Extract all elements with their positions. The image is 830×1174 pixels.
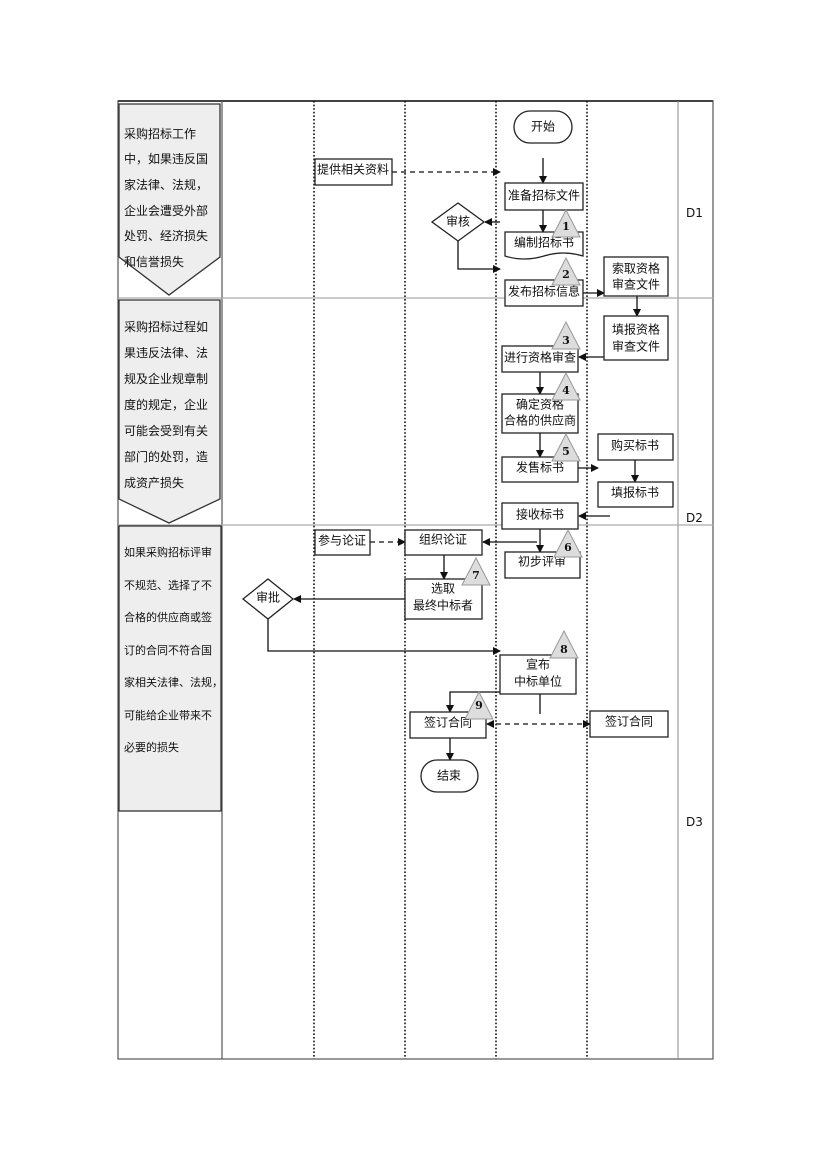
node-publish-info[interactable]: 发布招标信息 (504, 279, 584, 307)
svg-text:宣布: 宣布 (526, 657, 550, 672)
control-point-number: 2 (562, 268, 570, 281)
svg-text:审查文件: 审查文件 (612, 277, 660, 292)
risk-text: 成资产损失 (124, 475, 184, 490)
svg-text:发布招标信息: 发布招标信息 (508, 284, 580, 299)
node-buy-tender[interactable]: 购买标书 (597, 433, 674, 461)
svg-text:组织论证: 组织论证 (419, 533, 467, 547)
svg-text:开始: 开始 (531, 120, 555, 134)
node-start[interactable]: 开始 (513, 110, 573, 144)
control-point-number: 5 (562, 445, 570, 458)
node-prepare-documents[interactable]: 准备招标文件 (504, 182, 584, 211)
svg-text:购买标书: 购买标书 (611, 438, 659, 453)
risk-text: 和信誉损失 (124, 254, 184, 269)
node-announce-winner[interactable]: 宣布 中标单位 (499, 654, 577, 695)
svg-text:发售标书: 发售标书 (516, 460, 564, 475)
node-compile-tender[interactable]: 编制招标书 (504, 231, 584, 260)
svg-text:进行资格审查: 进行资格审查 (504, 350, 576, 365)
svg-text:中标单位: 中标单位 (514, 674, 562, 689)
control-point-number: 9 (475, 699, 483, 712)
connectors (267, 158, 641, 761)
svg-text:签订合同: 签订合同 (605, 714, 653, 729)
svg-text:选取: 选取 (431, 582, 455, 596)
node-sign-contract-supplier[interactable]: 签订合同 (589, 710, 669, 738)
risk-text: 规及企业规章制 (124, 371, 208, 386)
risk-description-3: 如果采购招标评审 不规范、选择了不 合格的供应商或签 订的合同不符合国 家相关法… (118, 525, 223, 812)
control-point-number: 3 (562, 334, 570, 347)
control-point-3: 3 (551, 320, 581, 350)
node-fill-bid[interactable]: 填报标书 (597, 481, 674, 508)
node-receive-bid[interactable]: 接收标书 (501, 502, 579, 530)
node-approve-decision[interactable]: 审批 (241, 578, 295, 620)
svg-text:接收标书: 接收标书 (516, 507, 564, 522)
control-point-5: 5 (551, 432, 581, 462)
control-points: 1 2 3 4 5 6 7 8 9 (461, 208, 583, 720)
risk-text: 可能会受到有关 (124, 424, 208, 438)
svg-text:签订合同: 签订合同 (424, 715, 472, 730)
control-point-number: 6 (564, 541, 572, 554)
risk-text: 不规范、选择了不 (124, 578, 212, 592)
svg-text:审查文件: 审查文件 (612, 339, 660, 354)
row-label-d1: D1 (686, 206, 703, 220)
risk-text: 采购招标工作 (124, 126, 196, 141)
risk-text: 采购招标过程如 (124, 319, 208, 334)
risk-description-1: 采购招标工作 中，如果违反国 家法律、法规， 企业会遭受外部 处罚、经济损失 和… (118, 103, 221, 296)
svg-text:合格的供应商: 合格的供应商 (504, 413, 576, 428)
svg-text:提供相关资料: 提供相关资料 (317, 162, 389, 177)
risk-text: 订的合同不符合国 (124, 643, 212, 657)
svg-text:最终中标者: 最终中标者 (413, 598, 473, 613)
row-label-d2: D2 (686, 511, 703, 525)
swimlane-grid (117, 100, 714, 1060)
control-point-number: 4 (562, 384, 570, 397)
row-label-d3: D3 (686, 815, 703, 829)
control-point-number: 8 (560, 643, 568, 656)
control-point-2: 2 (551, 256, 581, 286)
control-point-9: 9 (464, 690, 494, 720)
svg-text:准备招标文件: 准备招标文件 (508, 188, 580, 203)
risk-text: 部门的处罚，造 (124, 449, 208, 464)
node-participate[interactable]: 参与论证 (314, 529, 371, 556)
risk-text: 如果采购招标评审 (124, 545, 212, 559)
node-select-winner[interactable]: 选取 最终中标者 (404, 578, 483, 620)
control-point-number: 1 (562, 220, 570, 233)
node-provide-materials[interactable]: 提供相关资料 (314, 158, 393, 186)
risk-text: 合格的供应商或签 (124, 610, 212, 624)
node-fill-qualification[interactable]: 填报资格 审查文件 (603, 315, 669, 361)
node-end[interactable]: 结束 (420, 759, 479, 793)
svg-text:审核: 审核 (446, 214, 470, 229)
node-review-decision[interactable]: 审核 (430, 202, 486, 242)
control-point-6: 6 (553, 528, 583, 558)
control-point-7: 7 (461, 556, 491, 586)
svg-text:填报标书: 填报标书 (611, 485, 659, 500)
svg-text:填报资格: 填报资格 (612, 322, 660, 337)
control-point-8: 8 (549, 629, 579, 659)
risk-text: 可能给企业带来不 (124, 708, 212, 722)
risk-description-2: 采购招标过程如 果违反法律、法 规及企业规章制 度的规定，企业 可能会受到有关 … (118, 299, 221, 524)
svg-text:参与论证: 参与论证 (318, 533, 366, 548)
svg-text:结束: 结束 (437, 769, 461, 783)
node-qualification-review[interactable]: 进行资格审查 (501, 345, 579, 373)
node-organize[interactable]: 组织论证 (404, 529, 483, 556)
risk-text: 处罚、经济损失 (124, 228, 208, 243)
risk-text: 度的规定，企业 (124, 397, 208, 412)
control-point-number: 7 (472, 569, 480, 582)
risk-text: 家法律、法规， (124, 177, 208, 192)
risk-text: 必要的损失 (124, 740, 179, 754)
control-point-1: 1 (551, 208, 581, 238)
control-point-4: 4 (551, 371, 581, 401)
risk-text: 中，如果违反国 (124, 151, 208, 166)
risk-text: 果违反法律、法 (124, 346, 208, 360)
svg-text:索取资格: 索取资格 (612, 261, 660, 276)
risk-text: 企业会遭受外部 (124, 203, 208, 218)
svg-text:编制招标书: 编制招标书 (514, 235, 574, 250)
svg-text:审批: 审批 (256, 590, 280, 605)
risk-text: 家相关法律、法规， (124, 675, 223, 689)
node-confirm-suppliers[interactable]: 确定资格 合格的供应商 (501, 393, 579, 434)
node-request-docs[interactable]: 索取资格 审查文件 (603, 256, 669, 297)
